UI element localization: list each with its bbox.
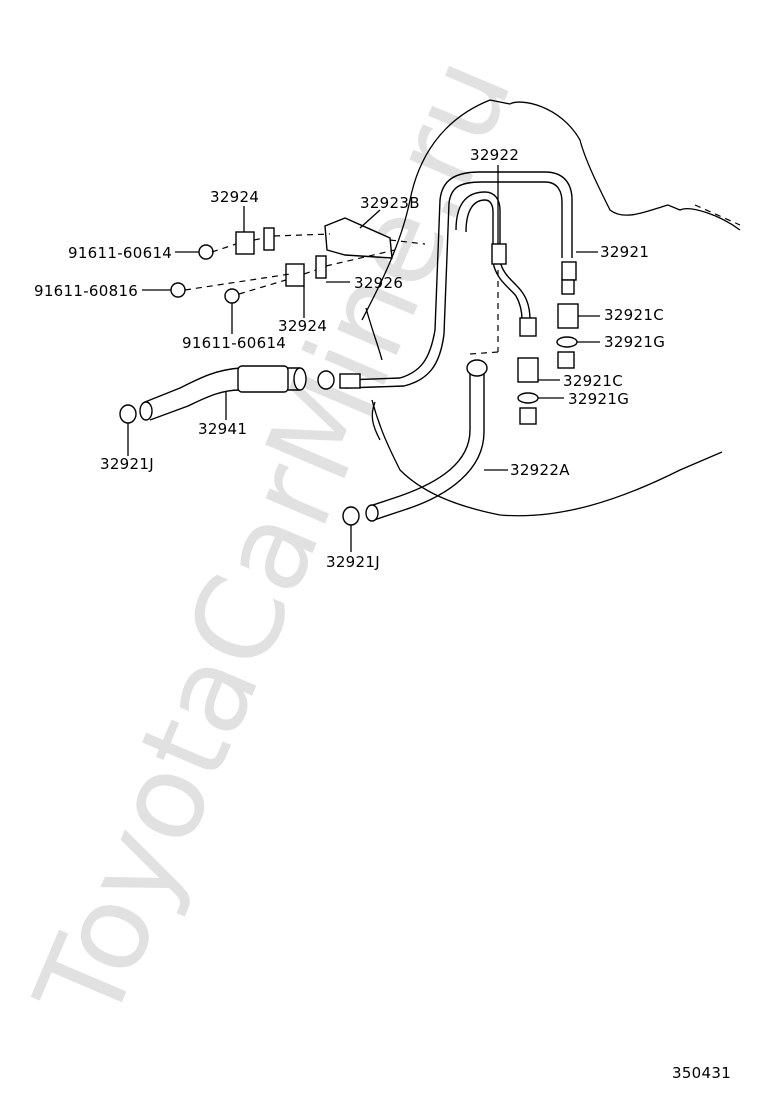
clip-32924-upper xyxy=(235,231,255,255)
fitting-32921-end xyxy=(561,279,575,295)
clamp-32922a xyxy=(466,359,488,377)
tube-32922-inner xyxy=(465,199,523,321)
label-32923b: 32923B xyxy=(360,194,420,212)
tube-32921-inner xyxy=(344,181,563,389)
label-32921j-lower: 32921J xyxy=(326,553,380,571)
fitting-32922-end xyxy=(519,317,537,337)
clamp-32921j-upper xyxy=(119,404,137,424)
clamp-32941-right xyxy=(317,370,335,390)
bolt-91611-60614-upper xyxy=(198,244,214,260)
housing-edge xyxy=(365,307,383,361)
label-91611-60614-upper: 91611-60614 xyxy=(68,244,172,262)
sleeve-upper xyxy=(557,351,575,369)
label-32921g-lower: 32921G xyxy=(568,390,629,408)
hose-32941-end xyxy=(293,367,307,391)
hose-32922a-end xyxy=(365,504,379,522)
housing-hidden-edge xyxy=(694,204,741,226)
label-91611-60816: 91611-60816 xyxy=(34,282,138,300)
label-32922: 32922 xyxy=(470,146,519,164)
bolt-91611-60816 xyxy=(170,282,186,298)
bracket-axis-upper xyxy=(211,233,426,253)
label-32921: 32921 xyxy=(600,243,649,261)
oring-32921g-upper xyxy=(556,336,578,348)
hose-32941-sleeve xyxy=(237,365,289,393)
sleeve-lower xyxy=(519,407,537,425)
housing-edge-2 xyxy=(371,401,381,441)
fitting-32922-nut xyxy=(491,243,507,265)
bracket-axis-lower xyxy=(238,249,396,295)
leader-32923b xyxy=(359,209,381,229)
bolt-91611-60614-lower xyxy=(224,288,240,304)
tube-32921-end xyxy=(339,373,361,389)
label-32921c-upper: 32921C xyxy=(604,306,664,324)
housing-outline-lower xyxy=(371,399,723,517)
fitting-32921-nut xyxy=(561,261,577,281)
hose-32922a-inner xyxy=(373,372,485,521)
label-32924-lower: 32924 xyxy=(278,317,327,335)
collar-upper xyxy=(263,227,275,251)
clip-32924-lower xyxy=(285,263,305,287)
connector-32921c-lower xyxy=(517,357,539,383)
housing-outline xyxy=(361,99,741,321)
bracket-axis-middle xyxy=(184,273,291,291)
tube-32922 xyxy=(455,191,531,321)
oring-32921g-lower xyxy=(517,392,539,404)
clamp-32921j-lower xyxy=(342,506,360,526)
hose-32941-left-end xyxy=(139,401,153,421)
label-32924-upper: 32924 xyxy=(210,188,259,206)
label-32941: 32941 xyxy=(198,420,247,438)
bracket-32923b xyxy=(324,217,393,259)
watermark: ToyotaCarMine.ru xyxy=(8,38,538,1042)
label-32921c-lower: 32921C xyxy=(563,372,623,390)
hose-32922a xyxy=(369,372,471,507)
label-91611-60614-lower: 91611-60614 xyxy=(182,334,286,352)
label-32922a: 32922A xyxy=(510,461,570,479)
axis-line-32922 xyxy=(469,270,499,355)
figure-number: 350431 xyxy=(672,1064,731,1082)
label-32921g-upper: 32921G xyxy=(604,333,665,351)
label-32926: 32926 xyxy=(354,274,403,292)
connector-32921c-upper xyxy=(557,303,579,329)
tube-32921 xyxy=(344,171,573,381)
label-32921j-upper: 32921J xyxy=(100,455,154,473)
collar-lower xyxy=(315,255,327,279)
